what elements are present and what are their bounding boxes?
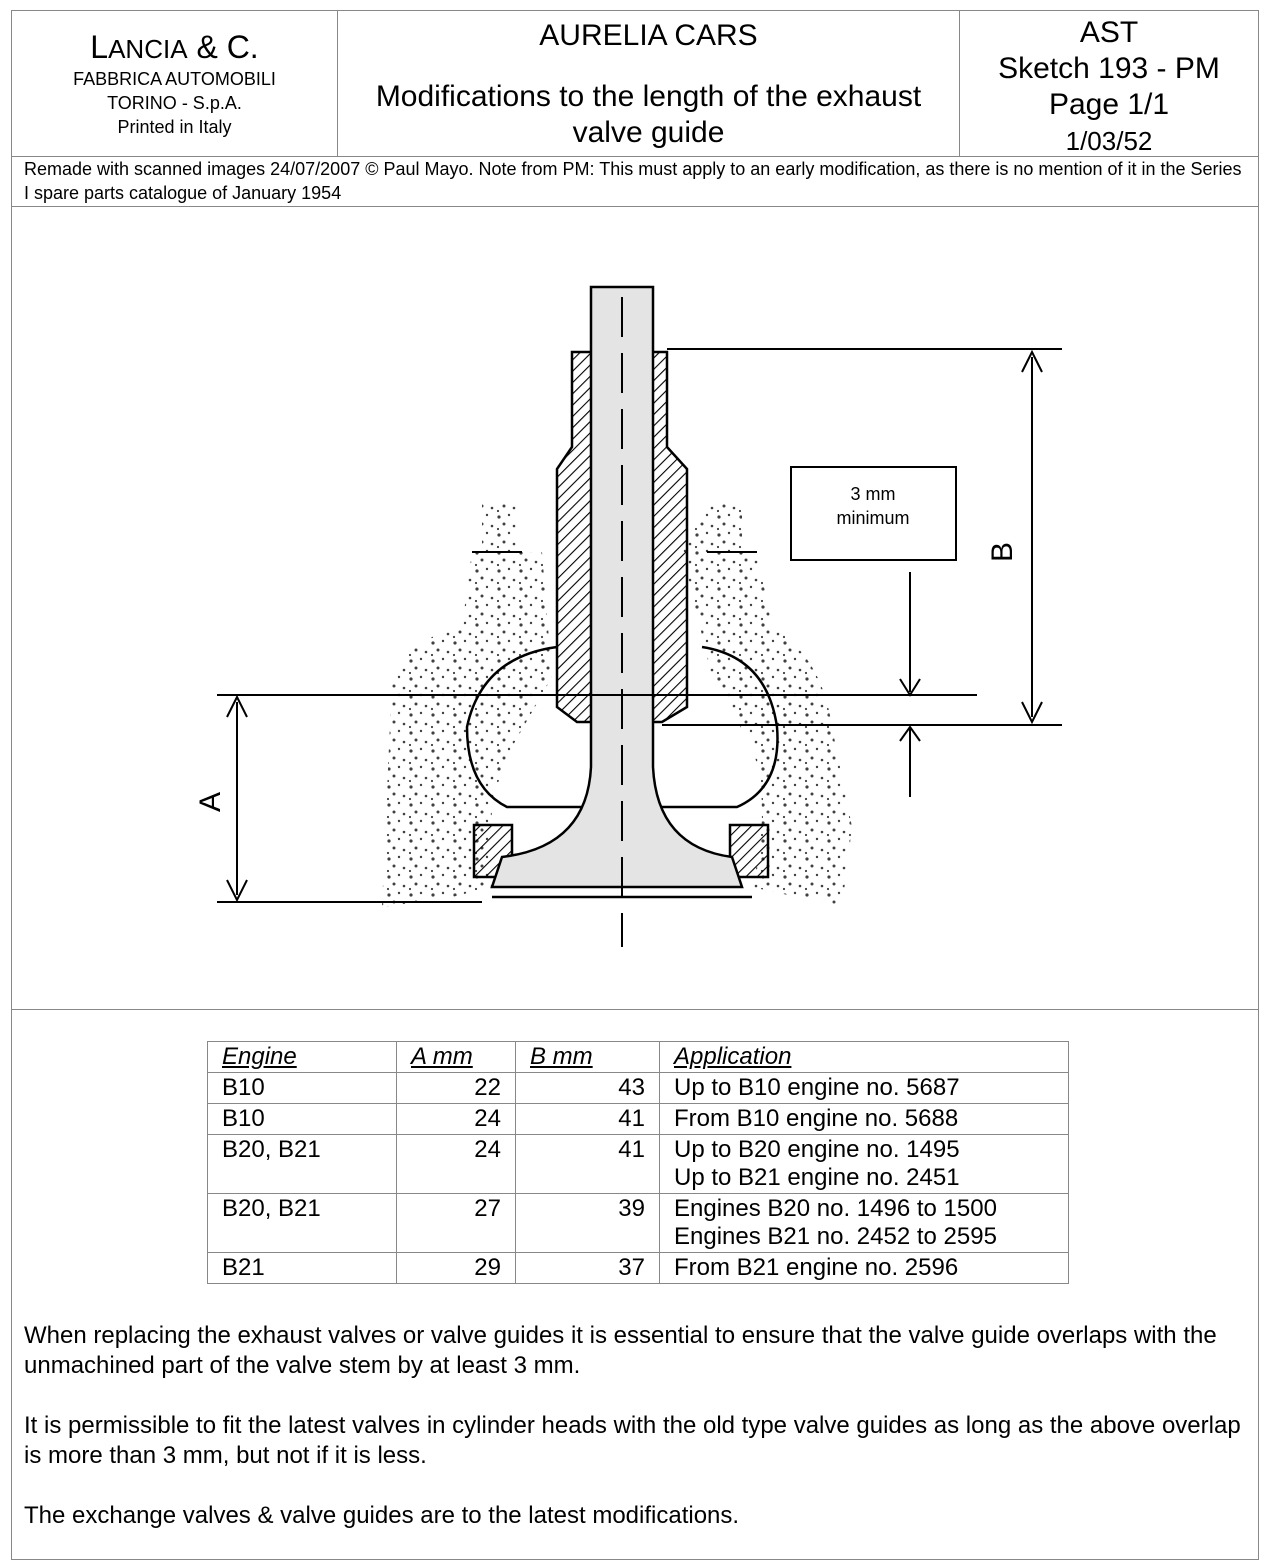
printed-line: Printed in Italy	[117, 117, 232, 137]
sketch-number: Sketch 193 - PM	[998, 52, 1220, 85]
exhaust-port-outline	[465, 645, 779, 809]
cell-application: Up to B10 engine no. 5687	[659, 1072, 1069, 1104]
col-a: A mm	[396, 1041, 516, 1073]
cell-a: 29	[396, 1252, 516, 1284]
remade-note: Remade with scanned images 24/07/2007 © …	[24, 159, 1242, 203]
divider	[12, 206, 1258, 207]
cell-a: 24	[396, 1134, 516, 1194]
doc-date: 1/03/52	[1065, 126, 1153, 156]
reference-block: AST Sketch 193 - PM Page 1/1 1/03/52	[960, 11, 1258, 156]
valve	[490, 285, 752, 947]
valve-seat-right	[728, 823, 770, 879]
cylinder-head-body	[382, 502, 852, 907]
fabbrica-line: FABBRICA AUTOMOBILI	[73, 69, 276, 89]
subject-title: Modifications to the length of the exhau…	[375, 80, 922, 149]
instruction-paragraph: The exchange valves & valve guides are t…	[24, 1502, 740, 1529]
dimension-b: B	[662, 348, 1062, 726]
page-number: Page 1/1	[1048, 88, 1170, 121]
valve-guide-sketch: B A 3 mm minimum	[194, 285, 1062, 947]
cell-b: 43	[515, 1072, 660, 1104]
company-initial: L	[90, 29, 109, 65]
cell-engine: B10	[207, 1103, 397, 1135]
table-row: B10 24 41 From B10 engine no. 5688	[207, 1103, 1069, 1135]
cell-engine: B20, B21	[207, 1134, 397, 1194]
cell-b: 39	[515, 1193, 660, 1253]
cell-engine: B10	[207, 1072, 397, 1104]
table-row: B20, B21 27 39 Engines B20 no. 1496 to 1…	[207, 1193, 1069, 1253]
table-header-row: Engine A mm B mm Application	[207, 1041, 1069, 1073]
cell-a: 22	[396, 1072, 516, 1104]
application-line: Up to B20 engine no. 1495	[674, 1136, 960, 1163]
cell-application: Engines B20 no. 1496 to 1500 Engines B21…	[659, 1193, 1069, 1253]
application-line: From B10 engine no. 5688	[674, 1105, 959, 1132]
dimension-table: Engine A mm B mm Application B10 22 43 U…	[207, 1041, 1069, 1284]
overlap-dimension	[899, 572, 921, 797]
callout-line-1: 3 mm	[851, 484, 896, 504]
cell-a: 24	[396, 1103, 516, 1135]
header: LANCIA & C. FABBRICA AUTOMOBILI TORINO -…	[12, 11, 1258, 157]
application-line: Up to B21 engine no. 2451	[674, 1164, 960, 1191]
application-line: Engines B20 no. 1496 to 1500	[674, 1195, 997, 1222]
dimension-a: A	[194, 694, 977, 903]
overlap-callout: 3 mm minimum	[790, 466, 957, 561]
cell-engine: B20, B21	[207, 1193, 397, 1253]
cell-application: From B10 engine no. 5688	[659, 1103, 1069, 1135]
col-engine: Engine	[207, 1041, 397, 1073]
cell-b: 41	[515, 1134, 660, 1194]
cell-application: From B21 engine no. 2596	[659, 1252, 1069, 1284]
table-row: B20, B21 24 41 Up to B20 engine no. 1495…	[207, 1134, 1069, 1194]
label-b: B	[986, 542, 1019, 562]
application-line: From B21 engine no. 2596	[674, 1254, 959, 1281]
instruction-paragraph: It is permissible to fit the latest valv…	[24, 1412, 1241, 1469]
cell-a: 27	[396, 1193, 516, 1253]
company-block: LANCIA & C. FABBRICA AUTOMOBILI TORINO -…	[12, 11, 338, 156]
table-row: B10 22 43 Up to B10 engine no. 5687	[207, 1072, 1069, 1104]
title-block: AURELIA CARS Modifications to the length…	[338, 11, 960, 156]
application-line: Up to B10 engine no. 5687	[674, 1074, 960, 1101]
instruction-paragraph: When replacing the exhaust valves or val…	[24, 1322, 1217, 1379]
cell-b: 37	[515, 1252, 660, 1284]
company-name: LANCIA & C.	[12, 29, 337, 67]
company-rest: ANCIA	[108, 34, 188, 64]
cell-b: 41	[515, 1103, 660, 1135]
divider	[12, 1009, 1258, 1010]
callout-line-2: minimum	[836, 508, 909, 528]
company-suffix: & C.	[187, 29, 259, 65]
cell-engine: B21	[207, 1252, 397, 1284]
cell-application: Up to B20 engine no. 1495 Up to B21 engi…	[659, 1134, 1069, 1194]
doc-code: AST	[1079, 16, 1139, 49]
torino-line: TORINO - S.p.A.	[107, 93, 242, 113]
page-frame: LANCIA & C. FABBRICA AUTOMOBILI TORINO -…	[11, 10, 1259, 1560]
application-line: Engines B21 no. 2452 to 2595	[674, 1223, 997, 1250]
col-application: Application	[659, 1041, 1069, 1073]
label-a: A	[194, 792, 227, 812]
col-b: B mm	[515, 1041, 660, 1073]
table-row: B21 29 37 From B21 engine no. 2596	[207, 1252, 1069, 1284]
series-title: AURELIA CARS	[539, 19, 758, 52]
